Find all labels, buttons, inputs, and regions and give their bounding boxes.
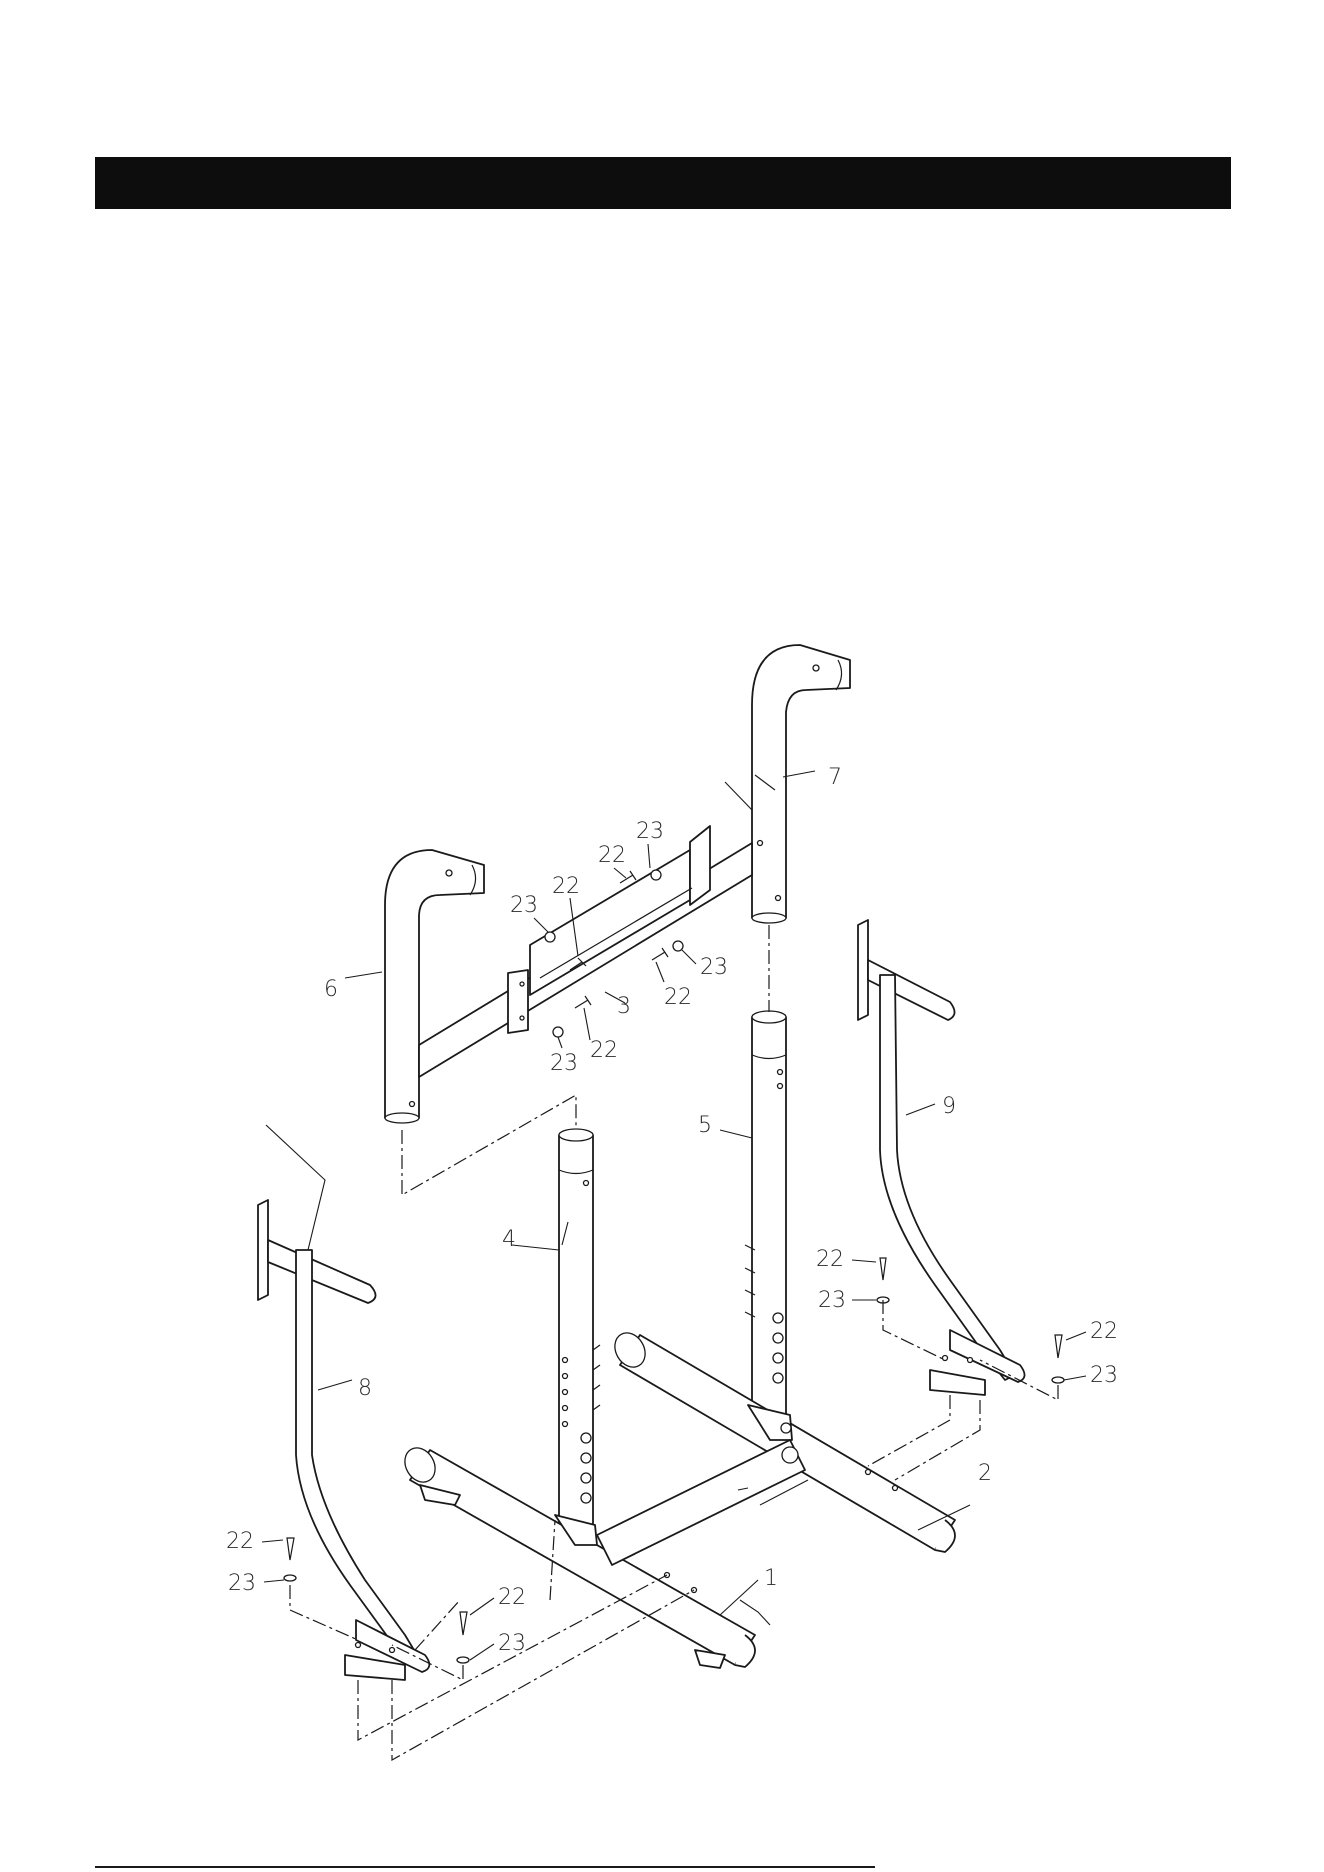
washer-23-handle-8-b	[457, 1657, 469, 1663]
bolt-22-handle-9-b	[1055, 1335, 1062, 1358]
callout-bolt-22-c: 22	[664, 985, 692, 1010]
bolt-22-handle-8-b	[460, 1612, 467, 1635]
part-9-side-handle	[858, 920, 1025, 1395]
callout-washer-23-h: 23	[498, 1631, 526, 1656]
bolt-22-crossbar-c	[652, 948, 668, 960]
callout-part-1: 1	[764, 1566, 778, 1591]
washer-23-crossbar-c	[673, 941, 683, 951]
callout-part-4: 4	[502, 1227, 516, 1252]
callout-part-2: 2	[978, 1461, 992, 1486]
washer-23-handle-8-a	[284, 1575, 296, 1581]
callout-part-9: 9	[942, 1094, 956, 1119]
bolt-22-handle-9-a	[880, 1258, 886, 1280]
callout-part-5: 5	[698, 1113, 712, 1138]
callout-washer-23-g: 23	[228, 1571, 256, 1596]
part-5-post	[745, 1011, 786, 1415]
callout-bolt-22-b: 22	[552, 874, 580, 899]
part-4-post	[559, 1129, 600, 1530]
washer-23-crossbar-a	[545, 932, 555, 942]
washer-23-handle-9-b	[1052, 1377, 1064, 1383]
callout-bolt-22-g: 22	[226, 1529, 254, 1554]
callout-bolt-22-f: 22	[1090, 1319, 1118, 1344]
callout-bolt-22-d: 22	[590, 1038, 618, 1063]
callout-washer-23-e: 23	[818, 1288, 846, 1313]
callout-bolt-22-e: 22	[816, 1247, 844, 1272]
washer-23-crossbar-b	[651, 870, 661, 880]
callout-washer-23-a: 23	[636, 819, 664, 844]
bottom-rule	[95, 1866, 875, 1868]
callout-bolt-22-a: 22	[598, 843, 626, 868]
callout-part-8: 8	[358, 1376, 372, 1401]
callout-part-7: 7	[828, 765, 842, 790]
callout-part-3: 3	[617, 994, 631, 1019]
callout-washer-23-f: 23	[1090, 1363, 1118, 1388]
callout-washer-23-d: 23	[550, 1051, 578, 1076]
bolt-22-crossbar-d	[575, 996, 591, 1008]
washer-23-crossbar-d	[553, 1027, 563, 1037]
part-6-upright	[385, 850, 484, 1123]
bolt-22-handle-8-a	[287, 1538, 294, 1560]
callout-washer-23-b: 23	[510, 893, 538, 918]
callout-part-6: 6	[324, 977, 338, 1002]
part-8-side-handle	[258, 1200, 429, 1680]
bolt-22-crossbar-b	[620, 871, 636, 883]
callout-bolt-22-h: 22	[498, 1585, 526, 1610]
callout-washer-23-c: 23	[700, 955, 728, 980]
